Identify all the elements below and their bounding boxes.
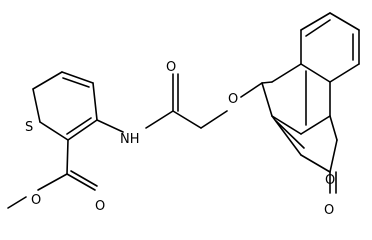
atom-label-lactone-oxygen: O: [324, 203, 334, 218]
atom-label-ring-oxygen: O: [325, 173, 335, 188]
atom-label-ester-alkoxy-oxygen: O: [31, 193, 41, 208]
atom-label-amide-nitrogen: NH: [120, 132, 140, 147]
atom-label-ether-oxygen: O: [228, 92, 238, 107]
atom-label-amide-oxygen: O: [166, 60, 176, 75]
atom-label-sulfur: S: [25, 120, 33, 135]
coumarin-ring-system: [240, 12, 360, 194]
methyl-ester-group: [7, 139, 98, 209]
amide-linker: [96, 73, 228, 133]
thiophene-ring: [32, 71, 98, 141]
atom-label-ester-carbonyl-oxygen: O: [95, 199, 105, 214]
molecule-structure: S NH O O O O O O: [7, 12, 360, 218]
